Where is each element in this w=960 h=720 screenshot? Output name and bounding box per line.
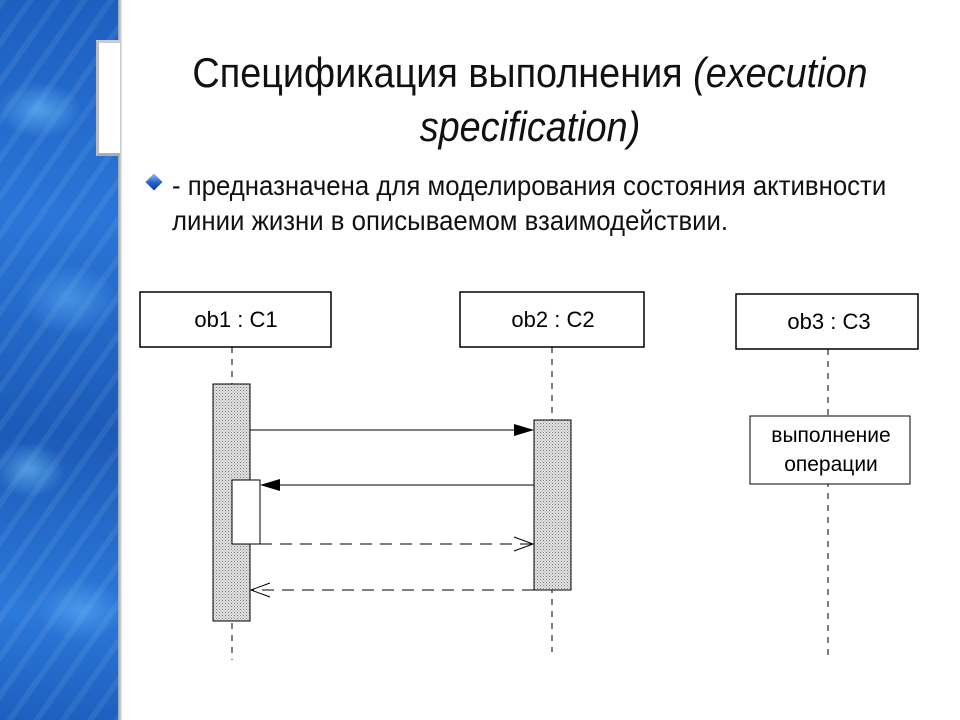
lifeline-label-ob3: ob3 : C3 [787, 309, 870, 334]
lifeline-head-ob3 [735, 293, 919, 350]
title-main: Спецификация выполнения [192, 49, 694, 96]
lifeline-label-ob2: ob2 : C2 [511, 307, 594, 332]
filled-arrowhead-icon [260, 479, 280, 491]
execution-note-box [749, 415, 911, 485]
lifeline-label-ob1: ob1 : C1 [194, 307, 277, 332]
open-arrowhead-icon [249, 582, 271, 598]
side-band-edge [118, 0, 122, 720]
title-english: (execution specification) [419, 49, 868, 150]
nested-activation-ob1 [231, 479, 261, 545]
bullet-item: - предназначена для моделирования состоя… [145, 168, 928, 238]
bullet-text: - предназначена для моделирования состоя… [172, 170, 887, 236]
activation-bar-ob2 [533, 419, 572, 591]
execution-note-line1: выполнение [771, 424, 890, 447]
lifeline-head-ob2 [459, 291, 645, 348]
open-arrowhead-icon [513, 536, 535, 552]
lifeline-head-ob1 [139, 291, 332, 348]
title-tab-decoration [96, 40, 120, 156]
execution-note-line2: операции [784, 453, 878, 476]
slide-title: Спецификация выполнения (execution speci… [179, 46, 881, 154]
filled-arrowhead-icon [514, 424, 534, 436]
